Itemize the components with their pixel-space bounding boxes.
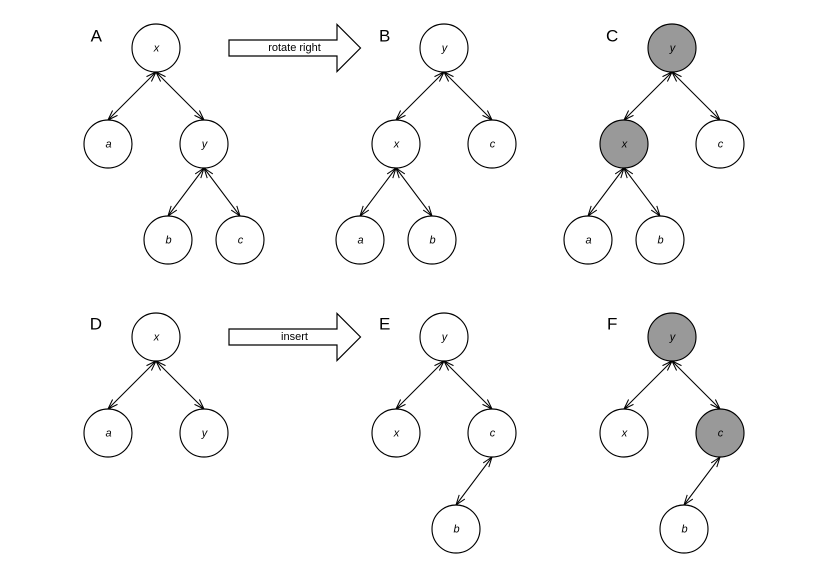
svg-text:y: y bbox=[441, 43, 449, 55]
svg-text:B: B bbox=[379, 27, 390, 46]
svg-text:c: c bbox=[490, 428, 496, 440]
svg-text:b: b bbox=[681, 524, 687, 536]
svg-text:y: y bbox=[441, 332, 449, 344]
svg-text:F: F bbox=[607, 315, 617, 334]
svg-text:c: c bbox=[238, 235, 244, 247]
svg-text:x: x bbox=[393, 139, 400, 151]
svg-text:c: c bbox=[718, 428, 724, 440]
svg-text:x: x bbox=[153, 332, 160, 344]
svg-text:b: b bbox=[453, 524, 459, 536]
svg-text:a: a bbox=[585, 235, 591, 247]
svg-text:x: x bbox=[393, 428, 400, 440]
svg-text:D: D bbox=[90, 315, 102, 334]
svg-text:x: x bbox=[621, 139, 628, 151]
svg-text:a: a bbox=[357, 235, 363, 247]
svg-text:b: b bbox=[657, 235, 663, 247]
svg-text:x: x bbox=[621, 428, 628, 440]
svg-text:insert: insert bbox=[281, 331, 308, 343]
svg-text:a: a bbox=[105, 428, 111, 440]
svg-text:y: y bbox=[669, 332, 677, 344]
svg-text:b: b bbox=[429, 235, 435, 247]
svg-text:rotate right: rotate right bbox=[268, 42, 321, 54]
svg-text:y: y bbox=[669, 43, 677, 55]
svg-text:b: b bbox=[165, 235, 171, 247]
svg-text:A: A bbox=[91, 27, 103, 46]
svg-text:y: y bbox=[201, 428, 209, 440]
svg-text:a: a bbox=[105, 139, 111, 151]
svg-text:E: E bbox=[379, 315, 390, 334]
svg-text:y: y bbox=[201, 139, 209, 151]
svg-text:c: c bbox=[490, 139, 496, 151]
svg-text:x: x bbox=[153, 43, 160, 55]
svg-text:C: C bbox=[606, 27, 618, 46]
svg-text:c: c bbox=[718, 139, 724, 151]
